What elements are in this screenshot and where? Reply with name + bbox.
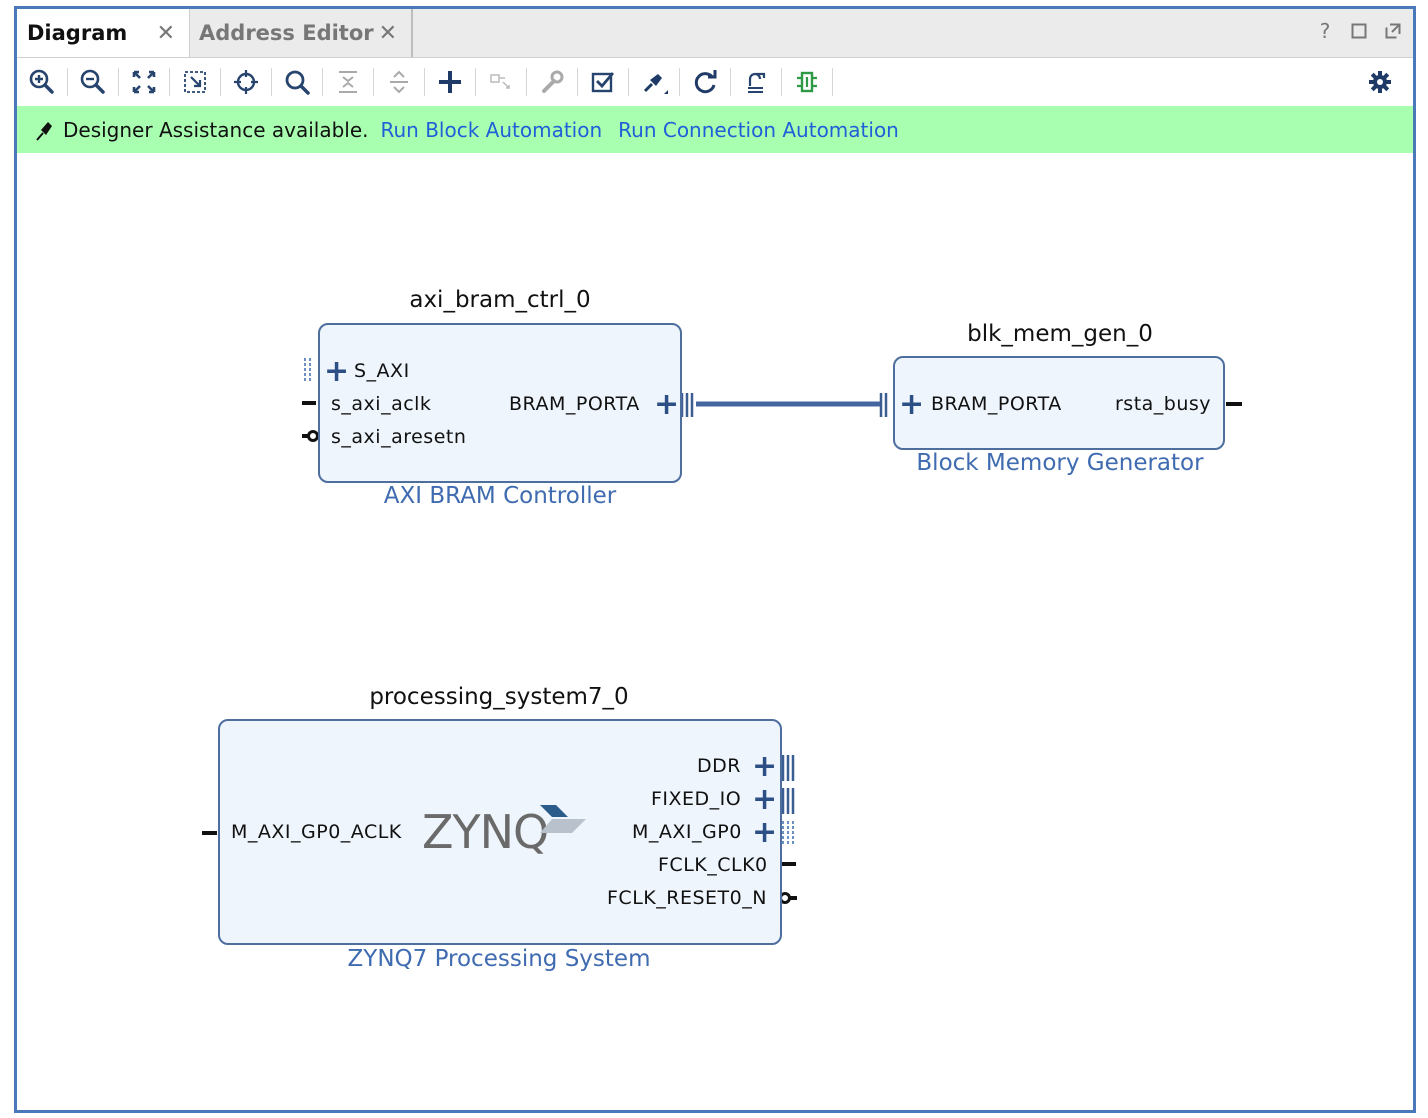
layout-icon[interactable] [735, 62, 777, 102]
port-s-axi[interactable]: S_AXI [354, 360, 410, 382]
gear-icon[interactable] [1359, 62, 1401, 102]
port-bram-porta[interactable]: BRAM_PORTA [509, 393, 640, 415]
port-fclk-reset0-n[interactable]: FCLK_RESET0_N [607, 887, 767, 909]
tab-diagram-label: Diagram [27, 21, 128, 45]
bram-porta-interface-marker [879, 393, 888, 417]
module-icon[interactable] [786, 62, 828, 102]
diagram-window: Diagram ✕ Address Editor ✕ ? [14, 6, 1416, 1113]
collapse-icon [327, 62, 369, 102]
port-s-axi-aclk[interactable]: s_axi_aclk [331, 393, 432, 415]
bram-ctrl-ip-name: AXI BRAM Controller [383, 483, 617, 509]
expand-plus-icon[interactable]: + [324, 354, 350, 389]
expand-plus-icon[interactable]: + [899, 387, 925, 422]
toolbar-separator [67, 68, 68, 96]
zoom-out-icon[interactable] [72, 62, 114, 102]
toolbar-separator [475, 68, 476, 96]
banner-text: Designer Assistance available. [63, 117, 369, 142]
center-icon[interactable] [225, 62, 267, 102]
zoom-area-icon[interactable] [174, 62, 216, 102]
toolbar [17, 58, 1413, 106]
expand-plus-icon[interactable]: + [752, 749, 778, 784]
restore-icon[interactable] [1349, 19, 1369, 43]
toolbar-separator [169, 68, 170, 96]
blk-mem-ip-name: Block Memory Generator [916, 450, 1204, 476]
tab-address-editor[interactable]: Address Editor ✕ [189, 9, 413, 57]
add-port-icon [480, 62, 522, 102]
axi-bram-controller-block[interactable]: + S_AXI s_axi_aclk s_axi_aresetn BRAM_PO… [318, 323, 682, 483]
bram-ctrl-instance-name: axi_bram_ctrl_0 [409, 287, 591, 313]
close-icon[interactable]: ✕ [156, 21, 175, 46]
ddr-interface-marker [781, 755, 795, 781]
toolbar-separator [628, 68, 629, 96]
port-bram-porta[interactable]: BRAM_PORTA [931, 393, 1062, 415]
toolbar-separator [577, 68, 578, 96]
add-ip-icon[interactable] [429, 62, 471, 102]
close-icon[interactable]: ✕ [378, 21, 397, 46]
zoom-in-icon[interactable] [21, 62, 63, 102]
toolbar-separator [118, 68, 119, 96]
expand-plus-icon[interactable]: + [654, 387, 680, 422]
port-rsta-busy[interactable]: rsta_busy [1115, 393, 1212, 415]
wrench-icon [531, 62, 573, 102]
run-block-automation-link[interactable]: Run Block Automation [380, 117, 603, 142]
expand-plus-icon[interactable]: + [752, 815, 778, 850]
pin-icon[interactable] [633, 62, 675, 102]
port-m-axi-gp0-aclk[interactable]: M_AXI_GP0_ACLK [231, 821, 402, 843]
refresh-icon[interactable] [684, 62, 726, 102]
port-fixed-io[interactable]: FIXED_IO [651, 788, 742, 810]
toolbar-separator [730, 68, 731, 96]
port-m-axi-gp0[interactable]: M_AXI_GP0 [632, 821, 742, 843]
validate-icon[interactable] [582, 62, 624, 102]
block-memory-generator-block[interactable]: + BRAM_PORTA rsta_busy [893, 356, 1225, 450]
tab-address-editor-label: Address Editor [199, 21, 374, 45]
port-fclk-clk0[interactable]: FCLK_CLK0 [658, 854, 768, 876]
expand-plus-icon[interactable]: + [752, 782, 778, 817]
diagram-canvas[interactable]: axi_bram_ctrl_0 + S_AXI s_axi_aclk s_axi… [17, 153, 1413, 1110]
fit-icon[interactable] [123, 62, 165, 102]
toolbar-separator [781, 68, 782, 96]
zynq-logo: ZYNQ [422, 805, 588, 865]
s-axi-interface-marker [304, 358, 311, 381]
ps7-ip-name: ZYNQ7 Processing System [347, 946, 651, 972]
toolbar-separator [832, 68, 833, 96]
designer-assistance-banner: Designer Assistance available. Run Block… [17, 106, 1413, 153]
bram-porta-interface-marker [680, 393, 694, 417]
window-controls: ? [1315, 19, 1403, 43]
port-ddr[interactable]: DDR [697, 755, 741, 777]
toolbar-separator [424, 68, 425, 96]
run-connection-automation-link[interactable]: Run Connection Automation [618, 117, 899, 142]
toolbar-separator [220, 68, 221, 96]
pin-icon [35, 119, 55, 141]
tab-diagram[interactable]: Diagram ✕ [17, 9, 190, 57]
fixed-io-interface-marker [781, 788, 795, 814]
toolbar-separator [373, 68, 374, 96]
toolbar-separator [322, 68, 323, 96]
m-axi-gp0-interface-marker [782, 821, 794, 844]
port-s-axi-aresetn[interactable]: s_axi_aresetn [331, 426, 467, 448]
float-icon[interactable] [1383, 19, 1403, 43]
toolbar-separator [679, 68, 680, 96]
blk-mem-instance-name: blk_mem_gen_0 [967, 321, 1153, 347]
search-icon[interactable] [276, 62, 318, 102]
ps7-instance-name: processing_system7_0 [369, 684, 629, 710]
toolbar-separator [271, 68, 272, 96]
toolbar-separator [526, 68, 527, 96]
help-icon[interactable]: ? [1319, 19, 1331, 43]
zynq7-processing-system-block[interactable]: M_AXI_GP0_ACLK ZYNQ DDR + FIXED_IO + M_A… [218, 719, 782, 945]
expand-icon [378, 62, 420, 102]
tab-bar: Diagram ✕ Address Editor ✕ ? [17, 9, 1413, 58]
